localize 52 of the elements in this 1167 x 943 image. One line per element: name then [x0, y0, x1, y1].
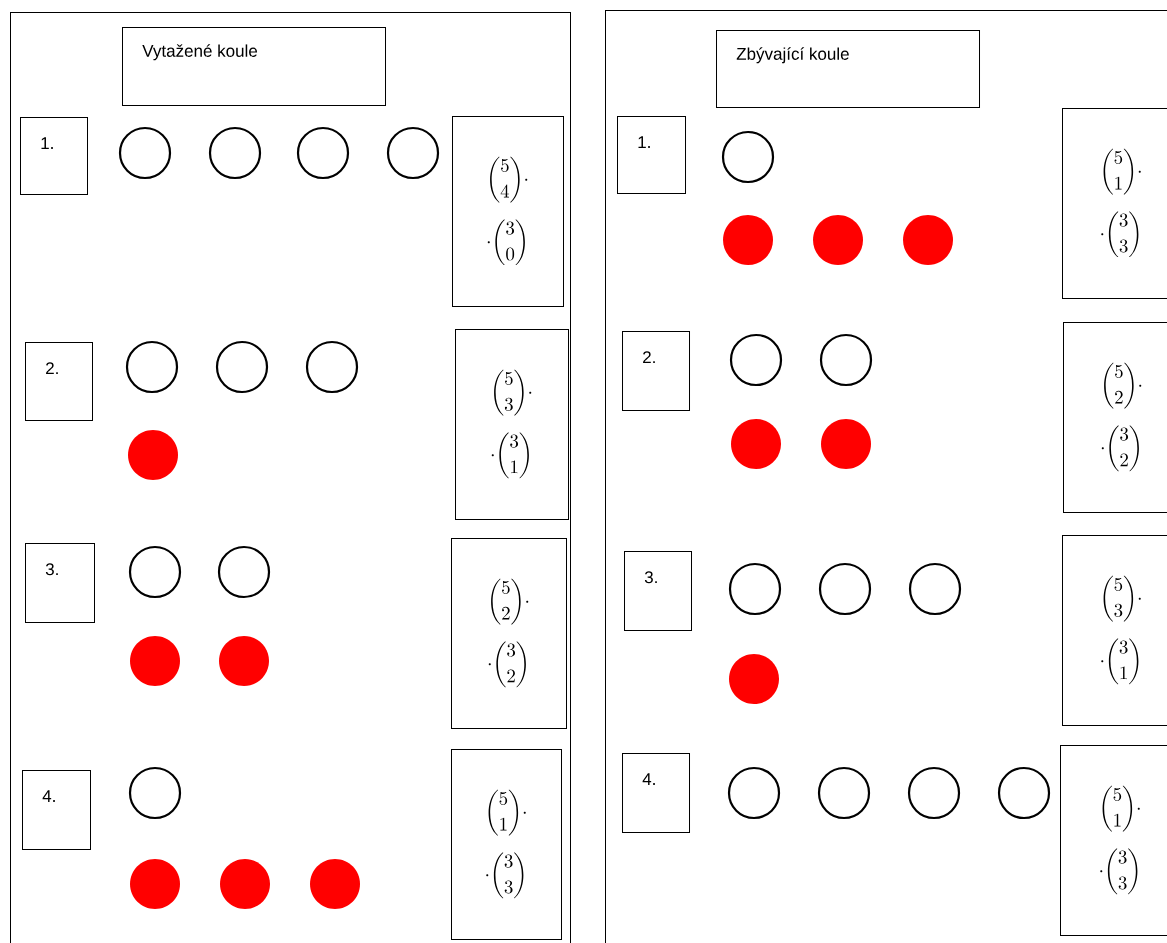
number-box: 4.	[22, 770, 91, 850]
ball	[130, 859, 180, 909]
ball	[819, 333, 873, 387]
ball	[907, 766, 961, 820]
ball	[728, 562, 782, 616]
ball	[215, 340, 269, 394]
formula-box: $\binom{5}{4}\cdot$ $\cdot\binom{3}{0}$	[452, 116, 564, 307]
panel-frame	[10, 12, 571, 943]
heading-box: Vytažené koule	[122, 27, 386, 106]
ball	[817, 766, 871, 820]
ball	[220, 859, 270, 909]
number-box: 3.	[624, 551, 692, 631]
number-box: 1.	[617, 116, 686, 194]
ball	[305, 340, 359, 394]
ball	[721, 130, 775, 184]
number-box: 2.	[25, 342, 93, 421]
heading-box: Zbývající koule	[716, 30, 980, 108]
ball	[903, 215, 953, 265]
formula-box: $\binom{5}{2}\cdot$ $\cdot\binom{3}{2}$	[451, 538, 567, 729]
ball	[908, 562, 962, 616]
formula-box: $\binom{5}{1}\cdot$ $\cdot\binom{3}{3}$	[451, 749, 562, 940]
ball	[386, 126, 440, 180]
ball	[727, 766, 781, 820]
ball	[296, 126, 350, 180]
ball	[217, 545, 271, 599]
ball	[821, 419, 871, 469]
ball	[729, 333, 783, 387]
panel-frame	[605, 10, 1167, 943]
ball	[813, 215, 863, 265]
number-box: 2.	[622, 331, 690, 411]
ball	[219, 636, 269, 686]
formula-box: $\binom{5}{3}\cdot$ $\cdot\binom{3}{1}$	[455, 329, 569, 520]
number-box: 3.	[25, 543, 95, 623]
formula-box: $\binom{5}{1}\cdot$ $\cdot\binom{3}{3}$	[1062, 108, 1167, 299]
ball	[128, 766, 182, 820]
ball	[818, 562, 872, 616]
ball	[128, 430, 178, 480]
number-box: 1.	[20, 117, 88, 195]
ball	[130, 636, 180, 686]
ball	[997, 766, 1051, 820]
number-box: 4.	[622, 753, 690, 833]
ball	[125, 340, 179, 394]
formula-box: $\binom{5}{2}\cdot$ $\cdot\binom{3}{2}$	[1063, 322, 1167, 513]
ball	[208, 126, 262, 180]
formula-box: $\binom{5}{3}\cdot$ $\cdot\binom{3}{1}$	[1062, 535, 1167, 726]
formula-box: $\binom{5}{1}\cdot$ $\cdot\binom{3}{3}$	[1060, 745, 1167, 936]
ball	[723, 215, 773, 265]
ball	[729, 654, 779, 704]
ball	[731, 419, 781, 469]
ball	[128, 545, 182, 599]
ball	[118, 126, 172, 180]
ball	[310, 859, 360, 909]
